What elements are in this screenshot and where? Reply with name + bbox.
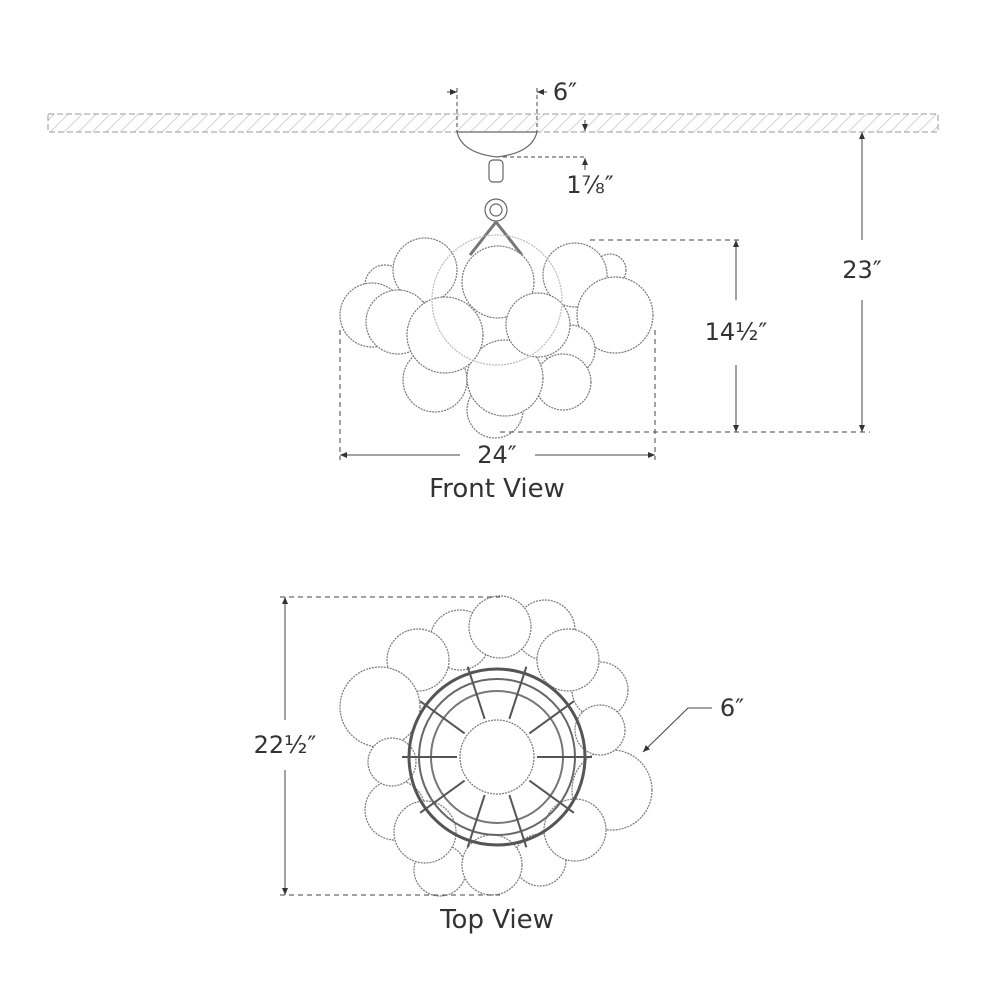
front-view-caption: Front View bbox=[429, 474, 565, 504]
canopy-width-label: 6″ bbox=[552, 78, 578, 106]
canopy bbox=[456, 131, 538, 256]
frame-arm bbox=[466, 666, 486, 720]
top-depth-label: 22½″ bbox=[249, 731, 321, 759]
frame-arm bbox=[419, 779, 466, 814]
fixture-height-label: 14½″ bbox=[700, 318, 772, 346]
glass-sphere bbox=[406, 296, 484, 374]
frame-ring bbox=[431, 234, 563, 366]
top-canopy-label: 6″ bbox=[719, 694, 745, 722]
glass-sphere bbox=[367, 737, 417, 787]
glass-sphere bbox=[461, 245, 535, 319]
glass-sphere bbox=[576, 276, 654, 354]
top-view-fixture bbox=[339, 595, 653, 897]
fixture-width-label: 24″ bbox=[473, 441, 521, 469]
overall-height-label: 23″ bbox=[838, 256, 886, 284]
glass-sphere bbox=[543, 798, 607, 862]
center-sphere bbox=[459, 719, 535, 795]
frame-arm bbox=[419, 700, 466, 735]
glass-sphere bbox=[393, 800, 457, 864]
frame-arm bbox=[508, 794, 528, 848]
top-view-caption: Top View bbox=[440, 905, 554, 935]
glass-sphere bbox=[466, 339, 544, 417]
frame-arm bbox=[528, 700, 575, 735]
glass-sphere bbox=[392, 237, 458, 303]
canopy-height-label: 1⅞″ bbox=[566, 171, 614, 199]
frame-arm bbox=[508, 666, 528, 720]
glass-sphere bbox=[536, 628, 600, 692]
glass-sphere bbox=[534, 353, 592, 411]
frame-arm bbox=[466, 794, 486, 848]
front-view-fixture bbox=[339, 234, 654, 439]
glass-sphere bbox=[468, 595, 532, 659]
ceiling bbox=[47, 113, 939, 133]
glass-sphere bbox=[505, 292, 571, 358]
dimension-lines bbox=[280, 88, 870, 896]
frame-arm bbox=[528, 779, 575, 814]
glass-sphere bbox=[339, 666, 421, 748]
glass-sphere bbox=[574, 704, 626, 756]
